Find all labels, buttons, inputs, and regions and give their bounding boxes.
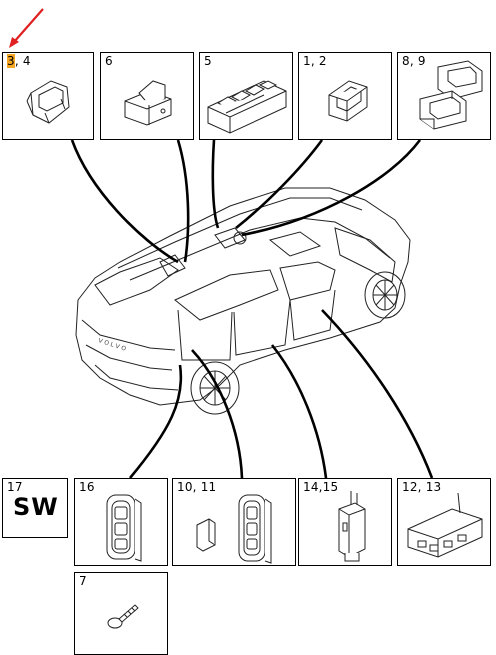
svg-text:V O L V O: V O L V O <box>97 337 127 353</box>
screw-icon <box>107 604 139 629</box>
part-label-14-15: 14,15 <box>303 480 339 494</box>
red-pointer-arrow <box>9 8 44 48</box>
part-box-6: 6 <box>100 52 194 140</box>
part-box-8-9: 8, 9 <box>397 52 491 140</box>
part-box-5: 5 <box>199 52 293 140</box>
electronic-module-icon <box>407 492 483 558</box>
window-switch-icon <box>26 80 70 124</box>
rear-window-switch-icon <box>419 60 483 130</box>
part-box-16: 16 <box>74 478 168 566</box>
part-label-7: 7 <box>79 574 87 588</box>
part-label-12-13: 12, 13 <box>402 480 442 494</box>
part-label-5: 5 <box>204 54 212 68</box>
software-label: SW <box>13 493 59 521</box>
part-label-17: 17 <box>7 480 23 494</box>
part-label-3-4: 3, 4 <box>7 54 31 68</box>
part-box-10-11: 10, 11 <box>172 478 296 566</box>
part-box-1-2: 1, 2 <box>298 52 392 140</box>
part-box-14-15: 14,15 <box>298 478 392 566</box>
seat-switch-panel-icon <box>196 494 272 564</box>
rear-seat-switch-panel-icon <box>106 494 142 562</box>
part-label-8-9: 8, 9 <box>402 54 426 68</box>
switch-module-icon <box>124 80 172 126</box>
part-box-7: 7 <box>74 572 168 655</box>
part-label-3-highlighted: 3 <box>7 54 15 68</box>
master-window-switch-icon <box>207 80 287 134</box>
part-label-1-2: 1, 2 <box>303 54 327 68</box>
part-label-10-11: 10, 11 <box>177 480 217 494</box>
part-box-17: 17 SW <box>2 478 68 538</box>
part-label-16: 16 <box>79 480 95 494</box>
part-box-12-13: 12, 13 <box>397 478 491 566</box>
leader-lines <box>70 139 434 479</box>
part-box-3-4: 3, 4 <box>2 52 94 140</box>
control-module-icon <box>338 491 366 562</box>
part-label-4: , 4 <box>14 54 31 68</box>
door-switch-icon <box>328 80 368 122</box>
part-label-6: 6 <box>105 54 113 68</box>
